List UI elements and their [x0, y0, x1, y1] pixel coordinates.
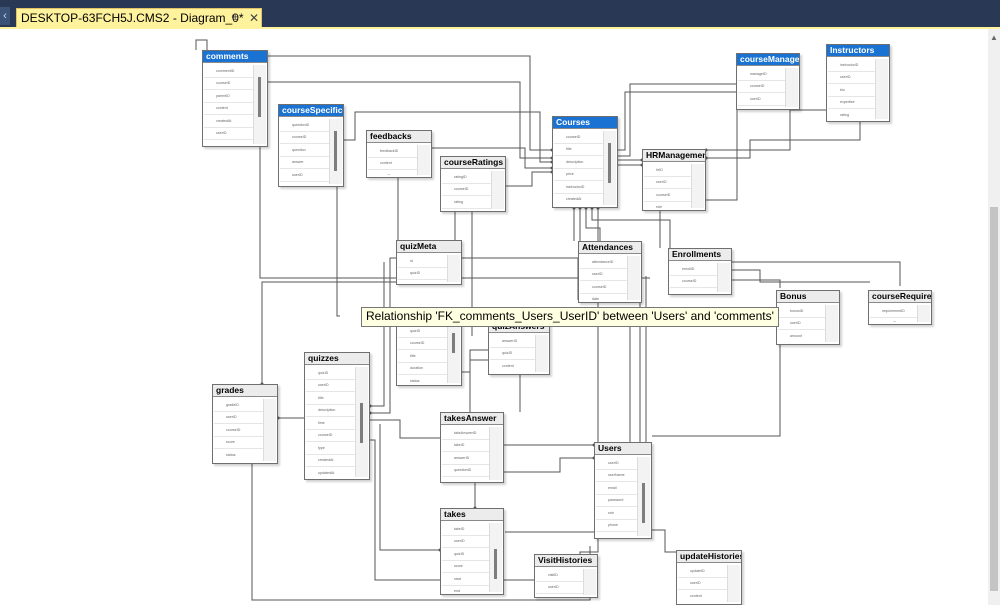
scroll-up-icon[interactable]: ▲: [990, 33, 998, 42]
table-scrollbar[interactable]: [825, 305, 838, 342]
table-scrollbar[interactable]: [917, 305, 930, 322]
table-quizMeta[interactable]: quizMeta idquizIDkey: [396, 240, 462, 285]
table-scrollbar[interactable]: [603, 131, 616, 205]
table-feedbacks[interactable]: feedbacks feedbackIDcontentuserID: [366, 130, 432, 178]
table-title: Users: [595, 443, 651, 455]
tab-underline: [0, 27, 1000, 29]
table-scrollbar[interactable]: [785, 68, 798, 107]
scrollbar-thumb[interactable]: [990, 207, 998, 591]
table-scrollbar[interactable]: [583, 569, 596, 595]
table-Bonus[interactable]: Bonus bonusIDuserIDamountreason: [776, 290, 840, 345]
table-scrollbar[interactable]: [691, 164, 704, 208]
pin-icon[interactable]: ⊕: [231, 12, 240, 23]
table-courseRequireme[interactable]: courseRequireme requirementIDcourseID: [868, 290, 932, 325]
table-title: Enrollments: [669, 249, 731, 261]
table-title: courseSpecificQu: [279, 105, 343, 117]
table-scrollbar[interactable]: [535, 335, 548, 372]
table-title: Courses: [553, 117, 617, 129]
tab-title: DESKTOP-63FCH5J.CMS2 - Diagram_0*: [21, 11, 244, 25]
table-scrollbar[interactable]: [263, 399, 276, 461]
document-tab-bar: ‹ DESKTOP-63FCH5J.CMS2 - Diagram_0* ⊕ ✕: [0, 0, 1000, 27]
table-VisitHistories[interactable]: VisitHistories visitIDuserIDdate: [534, 554, 598, 598]
table-title: grades: [213, 385, 277, 397]
table-title: Bonus: [777, 291, 839, 303]
table-title: VisitHistories: [535, 555, 597, 567]
table-scrollbar[interactable]: [447, 255, 460, 282]
relationship-tooltip: Relationship 'FK_comments_Users_UserID' …: [361, 307, 779, 327]
table-title: quizMeta: [397, 241, 461, 253]
table-title: takes: [441, 509, 503, 521]
tab-diagram[interactable]: DESKTOP-63FCH5J.CMS2 - Diagram_0* ⊕ ✕: [16, 8, 262, 27]
table-scrollbar[interactable]: [491, 171, 504, 209]
table-scrollbar[interactable]: [489, 523, 502, 592]
close-icon[interactable]: ✕: [249, 11, 260, 25]
table-title: Attendances: [579, 242, 641, 254]
table-courseRatings[interactable]: courseRatings ratingIDcourseIDratinguser…: [440, 156, 506, 212]
table-courseManagem[interactable]: courseManagem manageIDcourseIDuserIDrole: [736, 53, 800, 110]
table-title: courseManagem: [737, 54, 799, 66]
table-scrollbar[interactable]: [447, 325, 460, 383]
table-title: courseRatings: [441, 157, 505, 169]
table-scrollbar[interactable]: [875, 59, 888, 119]
scroll-left-icon[interactable]: ‹: [0, 7, 10, 25]
table-scrollbar[interactable]: [253, 65, 266, 144]
table-title: HRManagements: [643, 150, 705, 162]
table-title: Instructors: [827, 45, 889, 57]
table-title: comments: [203, 51, 267, 63]
table-title: courseRequireme: [869, 291, 931, 303]
table-scrollbar[interactable]: [727, 565, 740, 602]
table-title: quizzes: [305, 353, 369, 365]
table-scrollbar[interactable]: [417, 145, 430, 175]
table-scrollbar[interactable]: [355, 367, 368, 477]
table-courseSpecificQu[interactable]: courseSpecificQu questionIDcourseIDquest…: [278, 104, 344, 187]
table-updateHistories[interactable]: updateHistories updateIDuserIDcontentdat…: [676, 550, 742, 605]
vertical-scrollbar[interactable]: ▲: [988, 29, 1000, 605]
table-title: feedbacks: [367, 131, 431, 143]
table-scrollbar[interactable]: [489, 427, 502, 480]
table-title: takesAnswer: [441, 413, 503, 425]
table-scrollbar[interactable]: [627, 256, 640, 300]
table-scrollbar[interactable]: [329, 119, 342, 184]
table-quizAnswers[interactable]: quizAnswers answerIDquizIDcontentisCorre…: [488, 320, 550, 375]
table-title: updateHistories: [677, 551, 741, 563]
table-scrollbar[interactable]: [637, 457, 650, 536]
table-Enrollments[interactable]: Enrollments enrollIDcourseIDuserID: [668, 248, 732, 295]
table-scrollbar[interactable]: [717, 263, 730, 292]
